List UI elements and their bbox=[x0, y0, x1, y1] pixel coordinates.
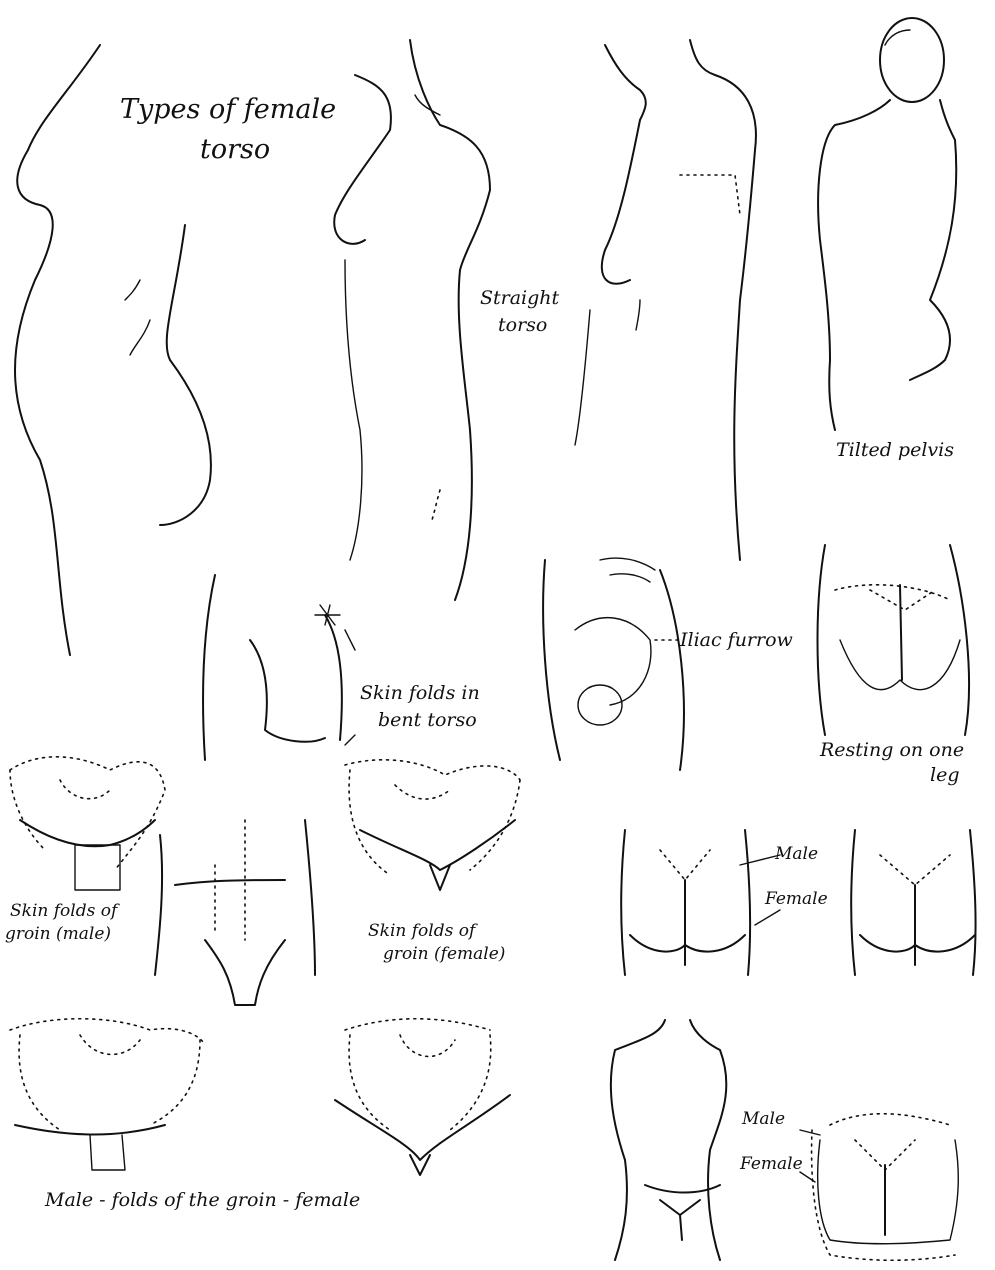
female-front-figure-bottom bbox=[611, 1020, 726, 1260]
title-line-2: torso bbox=[200, 135, 270, 165]
straight-torso-label-line-2: torso bbox=[498, 315, 547, 336]
female-groin-pelvis-figure bbox=[345, 760, 520, 890]
female-compare-label: Female bbox=[765, 890, 828, 909]
groin-male-label-line-2: groin (male) bbox=[5, 925, 111, 944]
male-female-buttocks-comparison bbox=[812, 1114, 959, 1261]
skin-folds-bent-label-line-2: bent torso bbox=[378, 710, 477, 731]
male-low-compare-label: Male bbox=[742, 1110, 785, 1129]
female-torso-side-figure-1 bbox=[15, 45, 211, 655]
male-groin-bottom-figure bbox=[10, 1019, 205, 1170]
iliac-furrow-figure bbox=[543, 558, 684, 770]
resting-label-line-2: leg bbox=[930, 765, 959, 786]
male-low-pointer-line bbox=[800, 1130, 820, 1135]
straight-torso-label-line-1: Straight bbox=[480, 288, 559, 309]
groin-female-label-line-2: groin (female) bbox=[383, 945, 505, 964]
straight-torso-figure bbox=[575, 40, 756, 560]
male-groin-pelvis-figure bbox=[10, 757, 165, 890]
resting-on-one-leg-figure bbox=[818, 545, 970, 735]
male-groin-front-figure bbox=[155, 820, 315, 1005]
tilted-pelvis-figure bbox=[818, 18, 956, 430]
female-low-compare-label: Female bbox=[740, 1155, 803, 1174]
skin-folds-bent-label-line-1: Skin folds in bbox=[360, 683, 480, 704]
resting-label-line-1: Resting on one bbox=[820, 740, 964, 761]
groin-female-label-line-1: Skin folds of bbox=[368, 922, 475, 941]
male-pointer-line bbox=[740, 855, 780, 865]
female-pointer-line bbox=[755, 910, 780, 925]
male-compare-label: Male bbox=[775, 845, 818, 864]
title-line-1: Types of female bbox=[120, 95, 336, 125]
bottom-caption: Male - folds of the groin - female bbox=[45, 1190, 360, 1211]
bent-torso-back-figure bbox=[203, 575, 355, 760]
groin-male-label-line-1: Skin folds of bbox=[10, 902, 117, 921]
female-torso-side-figure-2 bbox=[334, 40, 490, 600]
female-groin-bottom-figure bbox=[335, 1019, 510, 1175]
iliac-furrow-label: Iliac furrow bbox=[680, 630, 793, 651]
tilted-pelvis-label: Tilted pelvis bbox=[836, 440, 954, 461]
